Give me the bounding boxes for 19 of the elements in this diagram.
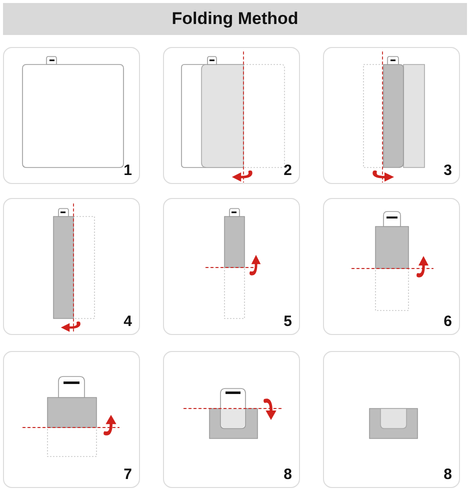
step-number: 7 [124,467,132,482]
step-panel [323,198,460,335]
step-number: 5 [284,314,292,329]
step-panel [163,198,300,335]
step-panel [3,198,140,335]
step-number: 8 [444,467,452,482]
step-number: 1 [124,163,132,178]
step-panel [323,351,460,488]
step-number: 4 [124,314,132,329]
step-number: 2 [284,163,292,178]
step-number: 6 [444,314,452,329]
step-number: 8 [284,467,292,482]
step-panel [3,47,140,184]
step-panel [163,47,300,184]
step-panel [323,47,460,184]
title-bar: Folding Method [3,3,467,35]
step-panel [163,351,300,488]
step-number: 3 [444,163,452,178]
step-panel [3,351,140,488]
